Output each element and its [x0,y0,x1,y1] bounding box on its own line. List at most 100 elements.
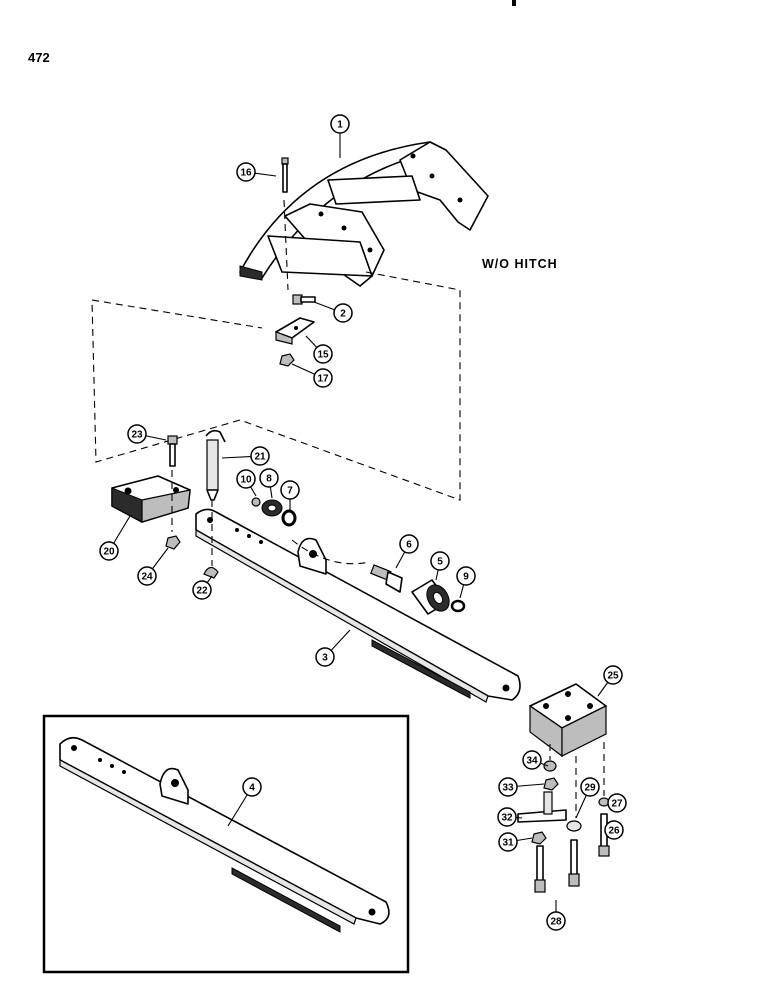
callout-26-bolt-label: 26 [608,826,620,837]
callout-31-nut-label: 31 [502,838,514,849]
callout-27-lockwasher: 27 [607,793,627,813]
callout-4-drawbar-circle [242,777,262,797]
callout-7-seal-circle [280,480,300,500]
callout-10-washer-label: 10 [240,475,252,486]
callout-8-bushing-label: 8 [266,474,272,485]
callout-25-drawbar-support-circle [603,665,623,685]
callout-16-bolt: 16 [236,162,256,182]
callout-15-block-label: 15 [317,350,329,361]
hitch-support-part [239,141,489,287]
alignment-dashed-lines [171,199,605,818]
callout-17-nut: 17 [313,368,333,388]
bolts-28-part [534,839,580,893]
page-mark [512,0,516,6]
callout-1-hitch-support-circle [330,114,350,134]
page-number: 472 [28,50,50,65]
bushing-5-part [411,579,450,615]
callout-5-bushing-circle [430,551,450,571]
callout-28-bolt-circle [546,911,566,931]
callout-17-nut-label: 17 [317,374,329,385]
drawbar-3-part [195,508,521,703]
callout-20-clamp-circle [99,541,119,561]
callout-10-washer-circle [236,469,256,489]
nut-17-part [279,353,295,367]
callout-27-lockwasher-label: 27 [611,799,623,810]
nut-24-part [165,535,181,550]
nut-33-part [543,777,559,791]
callout-16-bolt-circle [236,162,256,182]
drawbar-4-part [59,736,390,933]
callout-34-washer-circle [522,750,542,770]
stud-6-part [370,564,403,593]
callout-8-bushing: 8 [259,468,279,488]
callout-32-plate-circle [497,807,517,827]
callout-6-stud: 6 [399,534,419,554]
callout-16-bolt-label: 16 [240,168,252,179]
callout-21-pin-circle [250,446,270,466]
callout-8-bushing-circle [259,468,279,488]
callout-7-seal: 7 [280,480,300,500]
callout-34-washer: 34 [522,750,542,770]
callout-4-drawbar: 4 [242,777,262,797]
callout-28-bolt-label: 28 [550,917,562,928]
plate-32-part [517,791,567,823]
callout-33-nut: 33 [498,777,518,797]
bushing-8-part [261,499,283,517]
callout-26-bolt-circle [604,820,624,840]
callout-23-bolt-circle [127,424,147,444]
callout-33-nut-label: 33 [502,783,514,794]
callout-26-bolt: 26 [604,820,624,840]
inset-box [42,714,410,974]
callout-2-bolt-label: 2 [340,309,346,320]
callout-5-bushing-label: 5 [437,557,443,568]
callout-24-nut-circle [137,566,157,586]
callout-1-hitch-support-label: 1 [337,120,343,131]
callout-24-nut: 24 [137,566,157,586]
washer-10-part [251,497,261,507]
callout-29-washer-circle [580,777,600,797]
callout-20-clamp-label: 20 [103,547,115,558]
callout-23-bolt-label: 23 [131,430,143,441]
callout-7-seal-label: 7 [287,486,293,497]
callout-10-washer: 10 [236,469,256,489]
callout-28-bolt: 28 [546,911,566,931]
callout-27-lockwasher-circle [607,793,627,813]
callout-2-bolt-circle [333,303,353,323]
callout-4-drawbar-label: 4 [249,783,255,794]
callout-24-nut-label: 24 [141,572,153,583]
callout-15-block-circle [313,344,333,364]
washer-29-part [566,820,582,832]
callout-22-clip-circle [192,580,212,600]
clamp-20-part [111,475,191,523]
callout-3-drawbar-circle [315,647,335,667]
callout-9-snap-ring-label: 9 [463,572,469,583]
callout-31-nut: 31 [498,832,518,852]
callout-32-plate: 32 [497,807,517,827]
callout-22-clip: 22 [192,580,212,600]
callout-17-nut-circle [313,368,333,388]
callout-23-bolt: 23 [127,424,147,444]
bolt-2-part [292,294,316,305]
callout-1-hitch-support: 1 [330,114,350,134]
callout-15-block: 15 [313,344,333,364]
callout-6-stud-circle [399,534,419,554]
pin-21-part [205,429,226,501]
callout-29-washer-label: 29 [584,783,596,794]
callout-21-pin: 21 [250,446,270,466]
callout-25-drawbar-support: 25 [603,665,623,685]
callout-20-clamp: 20 [99,541,119,561]
bolt-23-part [167,435,178,467]
callout-21-pin-label: 21 [254,452,266,463]
callout-6-stud-label: 6 [406,540,412,551]
callout-labels: 1 16 2 15 17 23 21 10 8 7 20 24 22 6 5 9 3 25 34 33 29 27 32 31… [99,114,627,931]
callout-25-drawbar-support-label: 25 [607,671,619,682]
nut-31-part [531,831,547,845]
callout-29-washer: 29 [580,777,600,797]
block-15-part [275,317,315,345]
callout-22-clip-label: 22 [196,586,208,597]
callout-9-snap-ring: 9 [456,566,476,586]
drawbar-support-25-part [529,683,607,758]
callout-33-nut-circle [498,777,518,797]
callout-3-drawbar: 3 [315,647,335,667]
